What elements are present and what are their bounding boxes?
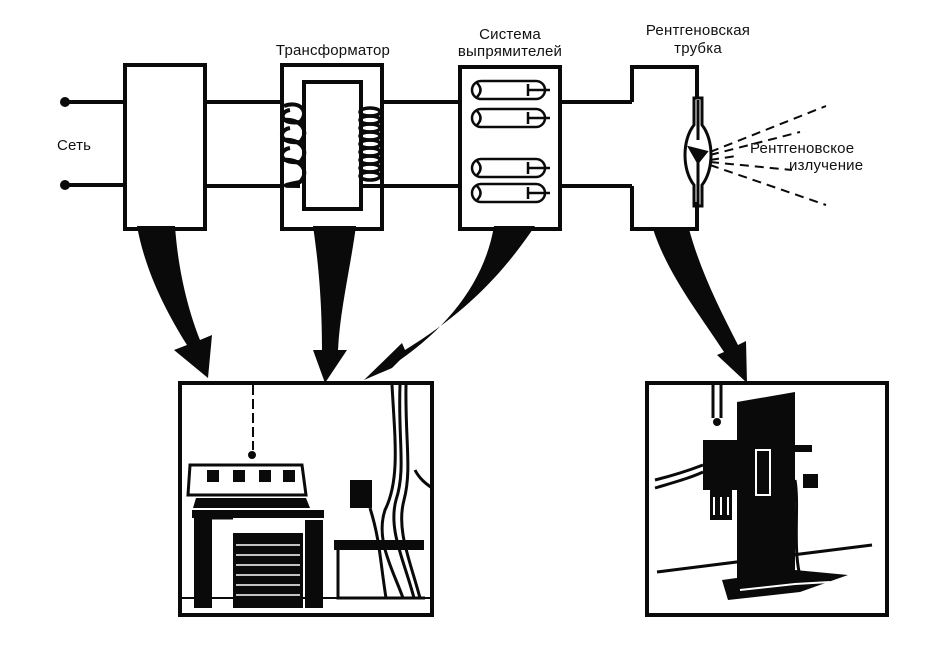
mains-label: Сеть xyxy=(57,137,92,154)
xray-radiation-rays xyxy=(709,105,827,206)
arrows xyxy=(137,226,747,383)
xray-tube-block xyxy=(630,65,699,231)
arrow-tube-to-apparatus xyxy=(653,229,747,383)
mains-block xyxy=(123,63,207,231)
xray-tube-glass xyxy=(683,96,713,208)
arrow-transformer-to-console xyxy=(313,226,356,383)
diode-tube xyxy=(470,182,550,204)
radiation-label-line2: излучение xyxy=(789,157,864,174)
control-console-illustration xyxy=(178,381,434,617)
secondary-coil xyxy=(358,106,382,182)
transformer-label: Трансформатор xyxy=(275,42,391,59)
tube-label-line2: трубка xyxy=(674,40,722,57)
diode-tube xyxy=(470,157,550,179)
arrow-rectifier-to-console xyxy=(364,226,535,380)
rectifier-label-line1: Система xyxy=(479,26,541,43)
primary-coil xyxy=(280,102,307,188)
diode-tube xyxy=(470,79,550,101)
rectifier-tubes xyxy=(470,79,550,204)
diode-tube xyxy=(470,107,550,129)
arrow-mains-to-console xyxy=(137,226,212,378)
xray-apparatus-illustration xyxy=(645,381,889,617)
rectifier-label-line2: выпрямителей xyxy=(457,43,563,60)
radiation-label-line1: Рентгеновское xyxy=(750,140,855,157)
transformer-core xyxy=(302,80,363,211)
tube-label-line1: Рентгеновская xyxy=(645,22,751,39)
